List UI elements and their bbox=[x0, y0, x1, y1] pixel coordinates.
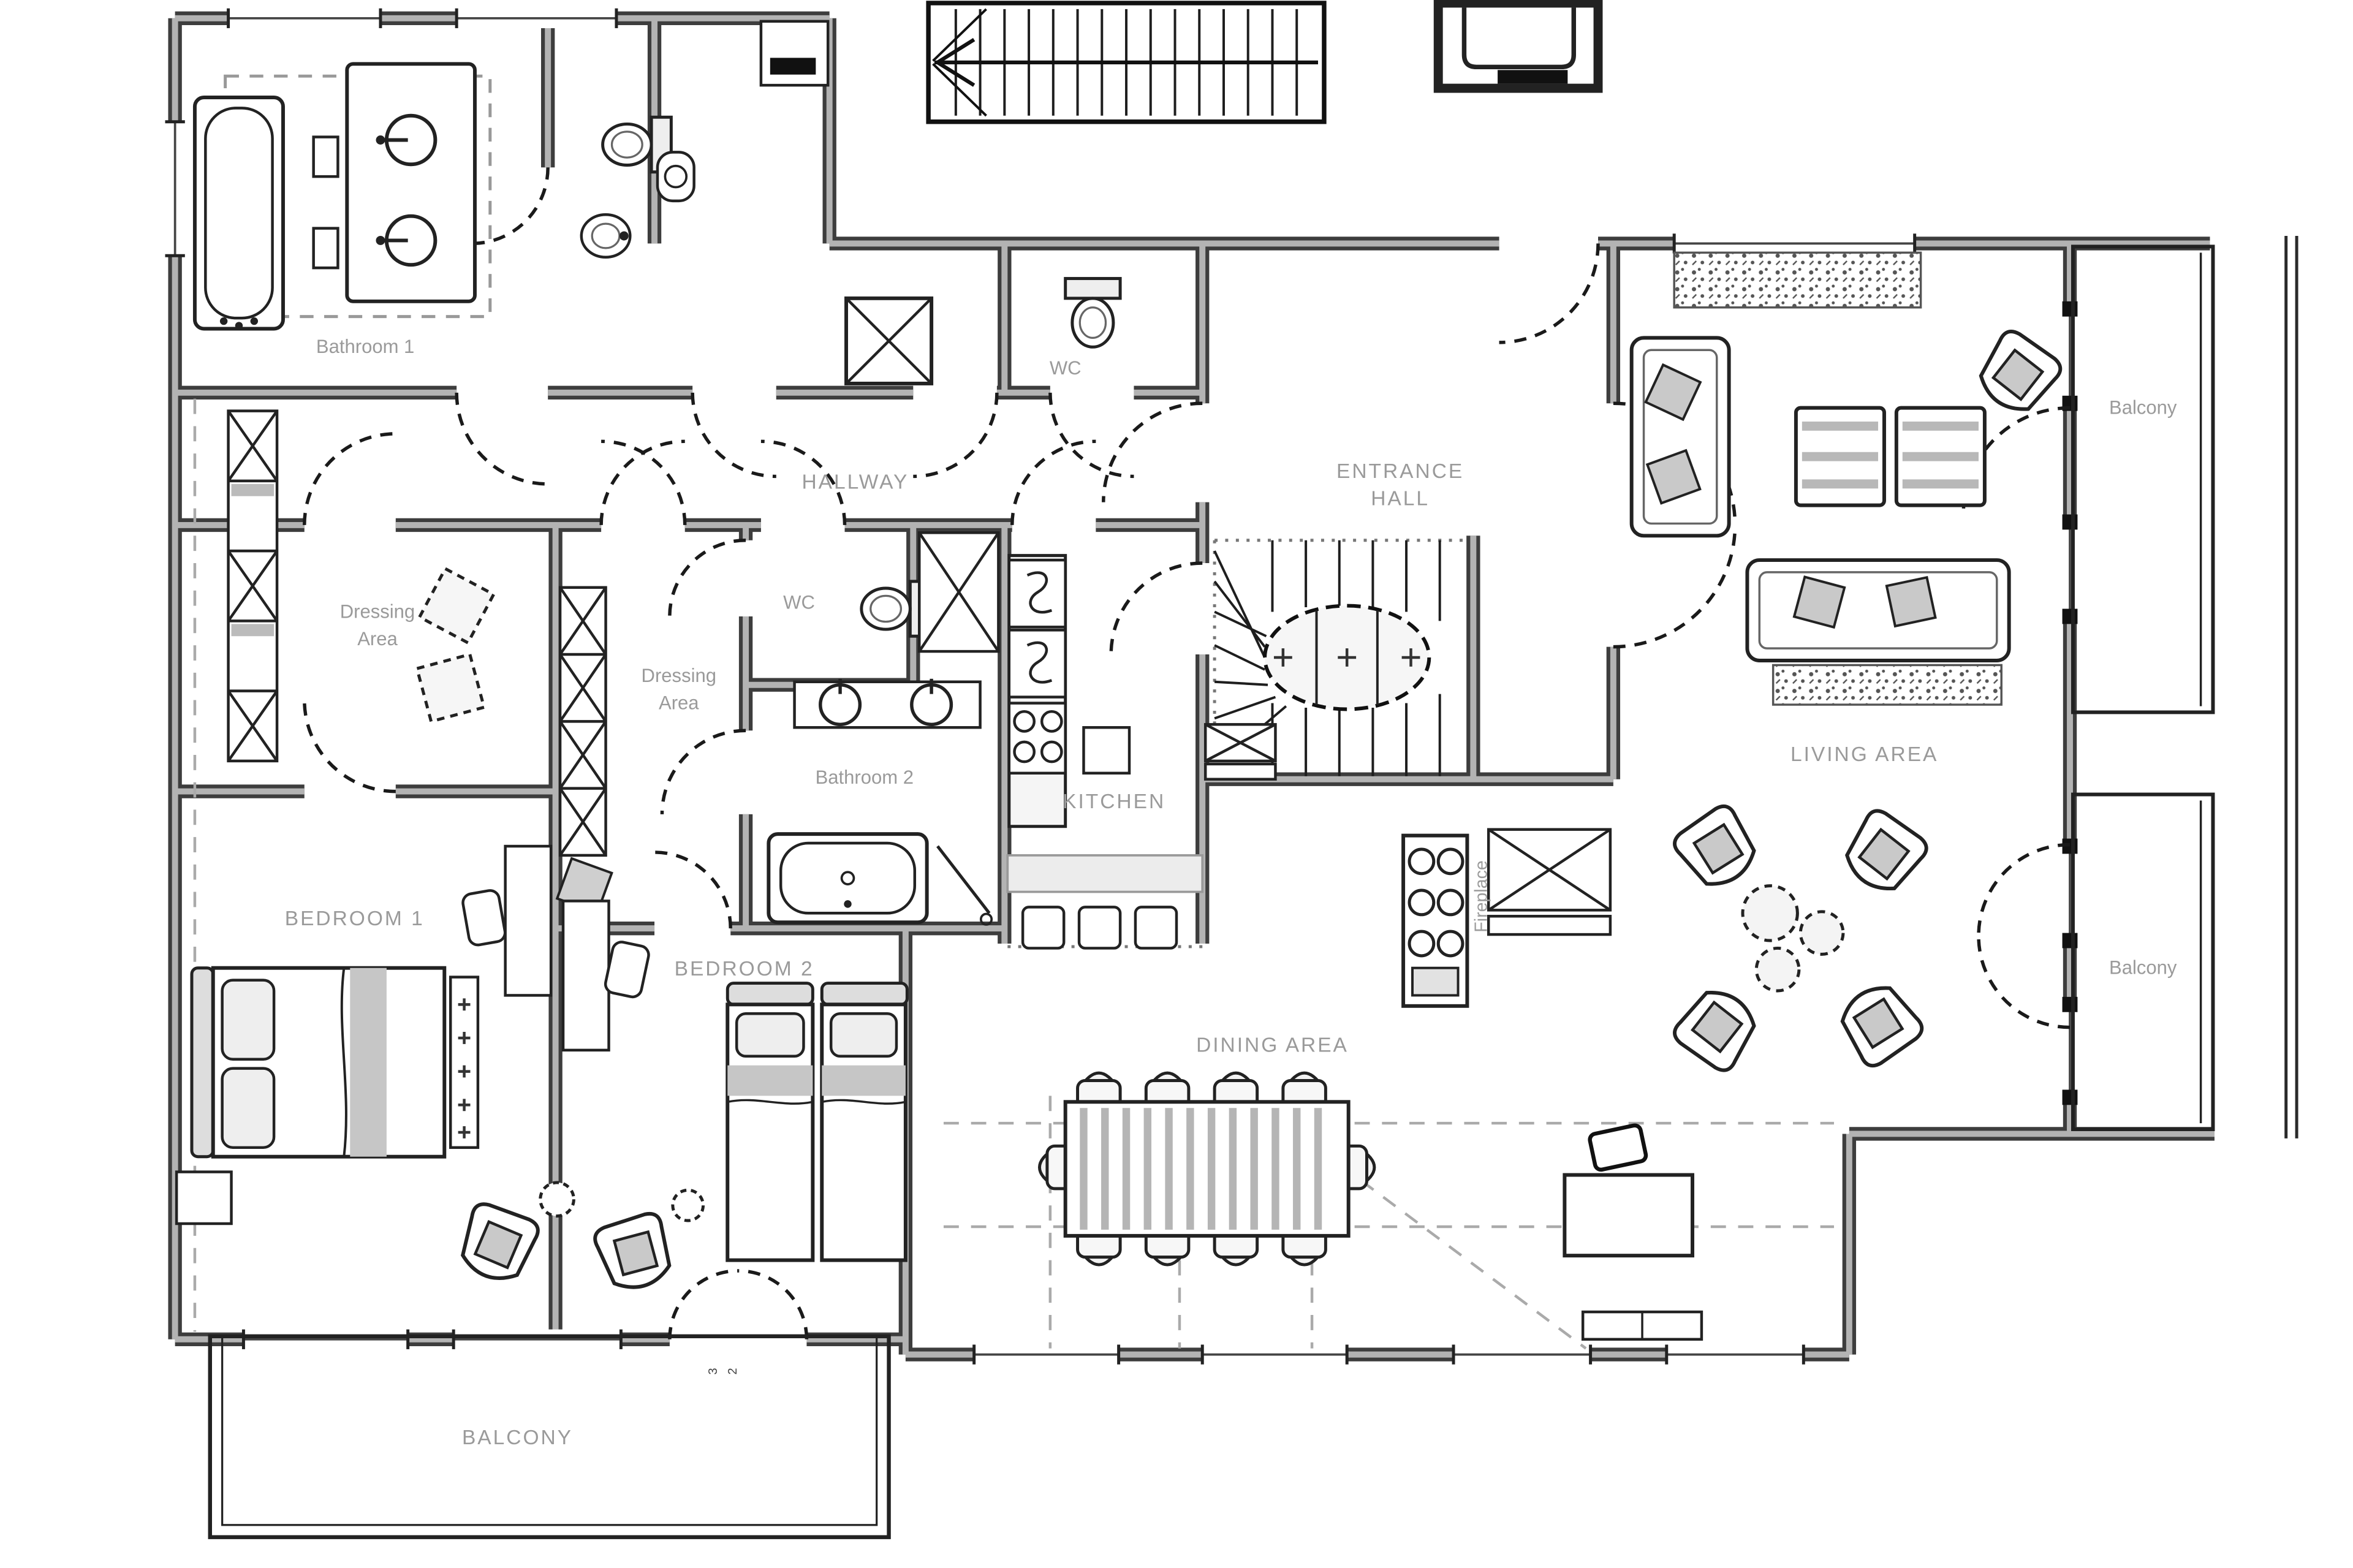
bathroom-1-label: Bathroom 1 bbox=[316, 336, 414, 357]
boundary-line bbox=[2284, 235, 2298, 1138]
armchair-cluster bbox=[1670, 801, 1931, 1075]
room-bedroom-2: BEDROOM 2 3 2 bbox=[561, 900, 909, 1374]
dining-area-label: DINING AREA bbox=[1196, 1034, 1349, 1056]
shaft-closet bbox=[1487, 828, 1612, 936]
bathroom-2-label: Bathroom 2 bbox=[816, 767, 914, 788]
fireplace-unit: Fireplace bbox=[1401, 833, 1491, 1008]
hallway-label: HALLWAY bbox=[801, 471, 909, 493]
room-kitchen: KITCHEN bbox=[1006, 554, 1204, 950]
dressing-middle-label-1: Dressing bbox=[642, 665, 716, 686]
armchair-bedroom-1 bbox=[454, 1200, 541, 1287]
room-wc-top: WC bbox=[1050, 279, 1120, 379]
room-dressing-middle: Dressing Area bbox=[555, 586, 716, 915]
double-bed bbox=[190, 966, 480, 1159]
door-mark-right: 2 bbox=[726, 1368, 740, 1374]
room-wc-bathroom1 bbox=[580, 117, 672, 259]
dressing-middle-label-2: Area bbox=[659, 692, 699, 713]
dressing-left-label-1: Dressing bbox=[340, 600, 415, 622]
entry-closet bbox=[1203, 723, 1277, 781]
kitchen-label: KITCHEN bbox=[1063, 790, 1165, 813]
door-arcs bbox=[303, 167, 2071, 1339]
desk-bedroom-2 bbox=[561, 900, 650, 1052]
desk-bedroom-1 bbox=[461, 844, 553, 997]
fireplace-label: Fireplace bbox=[1472, 860, 1491, 932]
side-table-2 bbox=[671, 1188, 705, 1222]
room-entrance-hall: ENTRANCE HALL bbox=[1203, 460, 1612, 936]
side-table-1 bbox=[539, 1181, 575, 1218]
room-bedroom-1: BEDROOM 1 bbox=[175, 844, 575, 1287]
door-mark-left: 3 bbox=[707, 1368, 720, 1374]
double-basin-island bbox=[312, 62, 477, 303]
bathtub bbox=[192, 95, 285, 331]
room-bathroom-2: Bathroom 2 bbox=[767, 678, 993, 926]
armchair-bedroom-2 bbox=[592, 1210, 678, 1295]
bathtub-2 bbox=[767, 832, 929, 925]
balcony-upper-right: Balcony bbox=[2071, 244, 2215, 714]
rug-top bbox=[1673, 251, 1922, 309]
sofa-vertical bbox=[1629, 336, 1731, 538]
sofa-horizontal bbox=[1745, 558, 2011, 662]
twin-bed-2 bbox=[820, 982, 909, 1262]
room-annex bbox=[656, 20, 830, 203]
writing-desk bbox=[1563, 1123, 1694, 1258]
coffee-tables bbox=[1794, 406, 1987, 507]
nightstand bbox=[175, 1170, 233, 1225]
wc-top-label: WC bbox=[1050, 357, 1082, 379]
bedroom-2-label: BEDROOM 2 bbox=[675, 958, 814, 980]
balcony-upper-right-label: Balcony bbox=[2109, 397, 2177, 419]
rug-bottom bbox=[1771, 664, 2003, 706]
balcony-lower-right-label: Balcony bbox=[2109, 957, 2177, 979]
room-wc-middle: WC bbox=[783, 581, 930, 636]
armchair-corner bbox=[1970, 327, 2064, 421]
room-dining-area: DINING AREA bbox=[1039, 1034, 1703, 1341]
room-bathroom-1: Bathroom 1 bbox=[192, 62, 492, 357]
balcony-bottom: BALCONY bbox=[208, 1334, 891, 1539]
balcony-lower-right: Balcony bbox=[2071, 792, 2215, 1131]
entrance-hall-label-2: HALL bbox=[1371, 488, 1430, 510]
external-staircase bbox=[926, 1, 1327, 124]
elevator-shaft bbox=[1433, 0, 1603, 93]
dining-table-set bbox=[1039, 1073, 1374, 1265]
hob bbox=[1007, 702, 1067, 775]
living-area-label: LIVING AREA bbox=[1790, 743, 1938, 766]
windows bbox=[165, 8, 2080, 1365]
wc-middle-label: WC bbox=[783, 592, 815, 613]
duct-column bbox=[917, 531, 1000, 653]
room-living-area: LIVING AREA bbox=[1629, 251, 2065, 1075]
entrance-hall-label-1: ENTRANCE bbox=[1336, 460, 1464, 483]
bedroom-1-label: BEDROOM 1 bbox=[285, 907, 425, 930]
room-dressing-left: Dressing Area bbox=[227, 409, 496, 763]
twin-bed-1 bbox=[726, 982, 815, 1262]
balcony-bottom-label: BALCONY bbox=[462, 1426, 573, 1449]
room-shower bbox=[844, 296, 934, 385]
dressing-left-label-2: Area bbox=[357, 628, 398, 650]
